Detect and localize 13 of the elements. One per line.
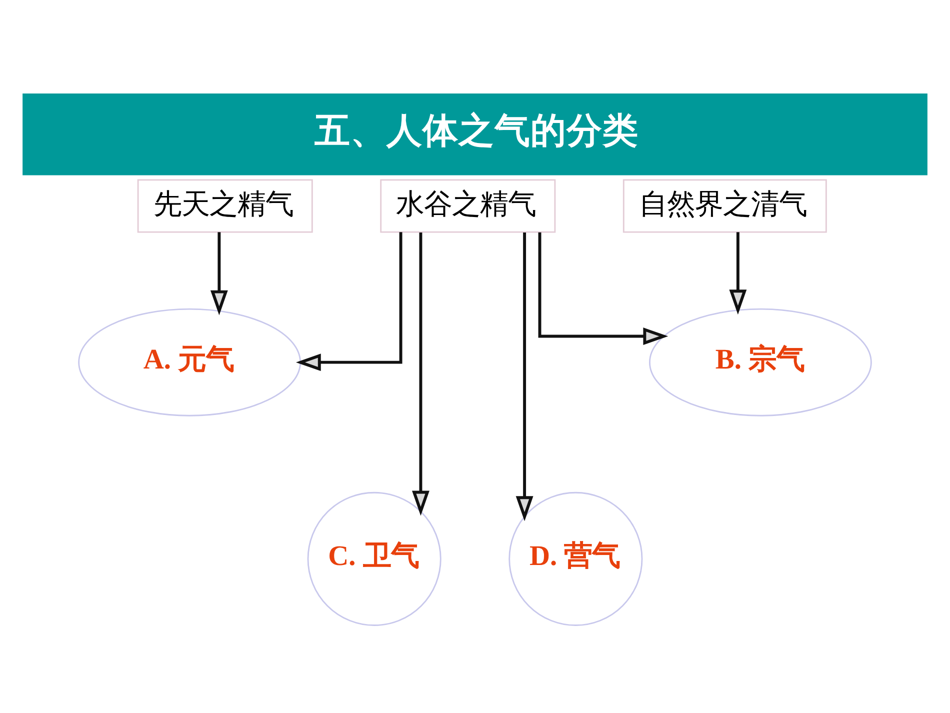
arrow xyxy=(412,232,430,516)
arrow xyxy=(296,232,402,371)
arrow xyxy=(516,232,534,521)
arrow xyxy=(538,232,668,344)
node-circle: D. 营气 xyxy=(508,491,643,626)
node-ellipse: A. 元气 xyxy=(78,308,302,416)
node-box: 自然界之清气 xyxy=(622,178,827,232)
arrow xyxy=(729,232,747,314)
node-ellipse: B. 宗气 xyxy=(648,308,872,416)
node-box: 先天之精气 xyxy=(137,178,313,232)
node-box: 水谷之精气 xyxy=(380,178,556,232)
arrow xyxy=(210,232,228,315)
diagram-title: 五、人体之气的分类 xyxy=(314,110,639,152)
